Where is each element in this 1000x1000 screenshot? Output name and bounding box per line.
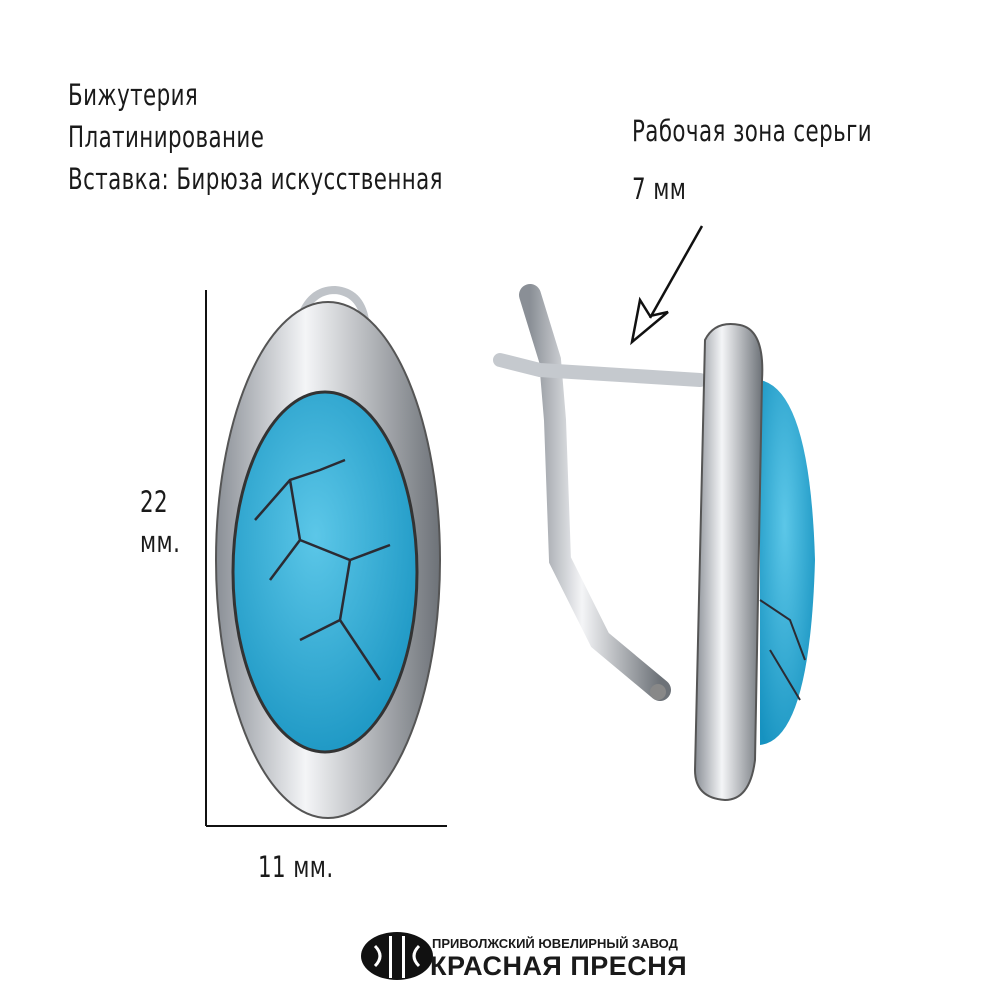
spec-category: Бижутерия [68, 78, 199, 112]
width-label: 11 мм. [258, 850, 334, 884]
spec-insert: Вставка: Бирюза искусственная [68, 162, 443, 196]
logo-emblem-icon [361, 932, 433, 980]
arrow-icon [630, 225, 704, 346]
work-zone-value: 7 мм [632, 172, 687, 206]
earring-front-view [215, 285, 441, 819]
spec-plating: Платинирование [68, 120, 265, 154]
height-value: 22 [140, 485, 169, 519]
height-unit: мм. [140, 525, 181, 559]
logo-title: КРАСНАЯ ПРЕСНЯ [430, 951, 688, 981]
earring-side-view [493, 284, 815, 802]
work-zone-label: Рабочая зона серьги [632, 114, 873, 148]
logo-subtitle: ПРИВОЛЖСКИЙ ЮВЕЛИРНЫЙ ЗАВОД [432, 936, 678, 951]
dimension-lines [205, 290, 447, 827]
